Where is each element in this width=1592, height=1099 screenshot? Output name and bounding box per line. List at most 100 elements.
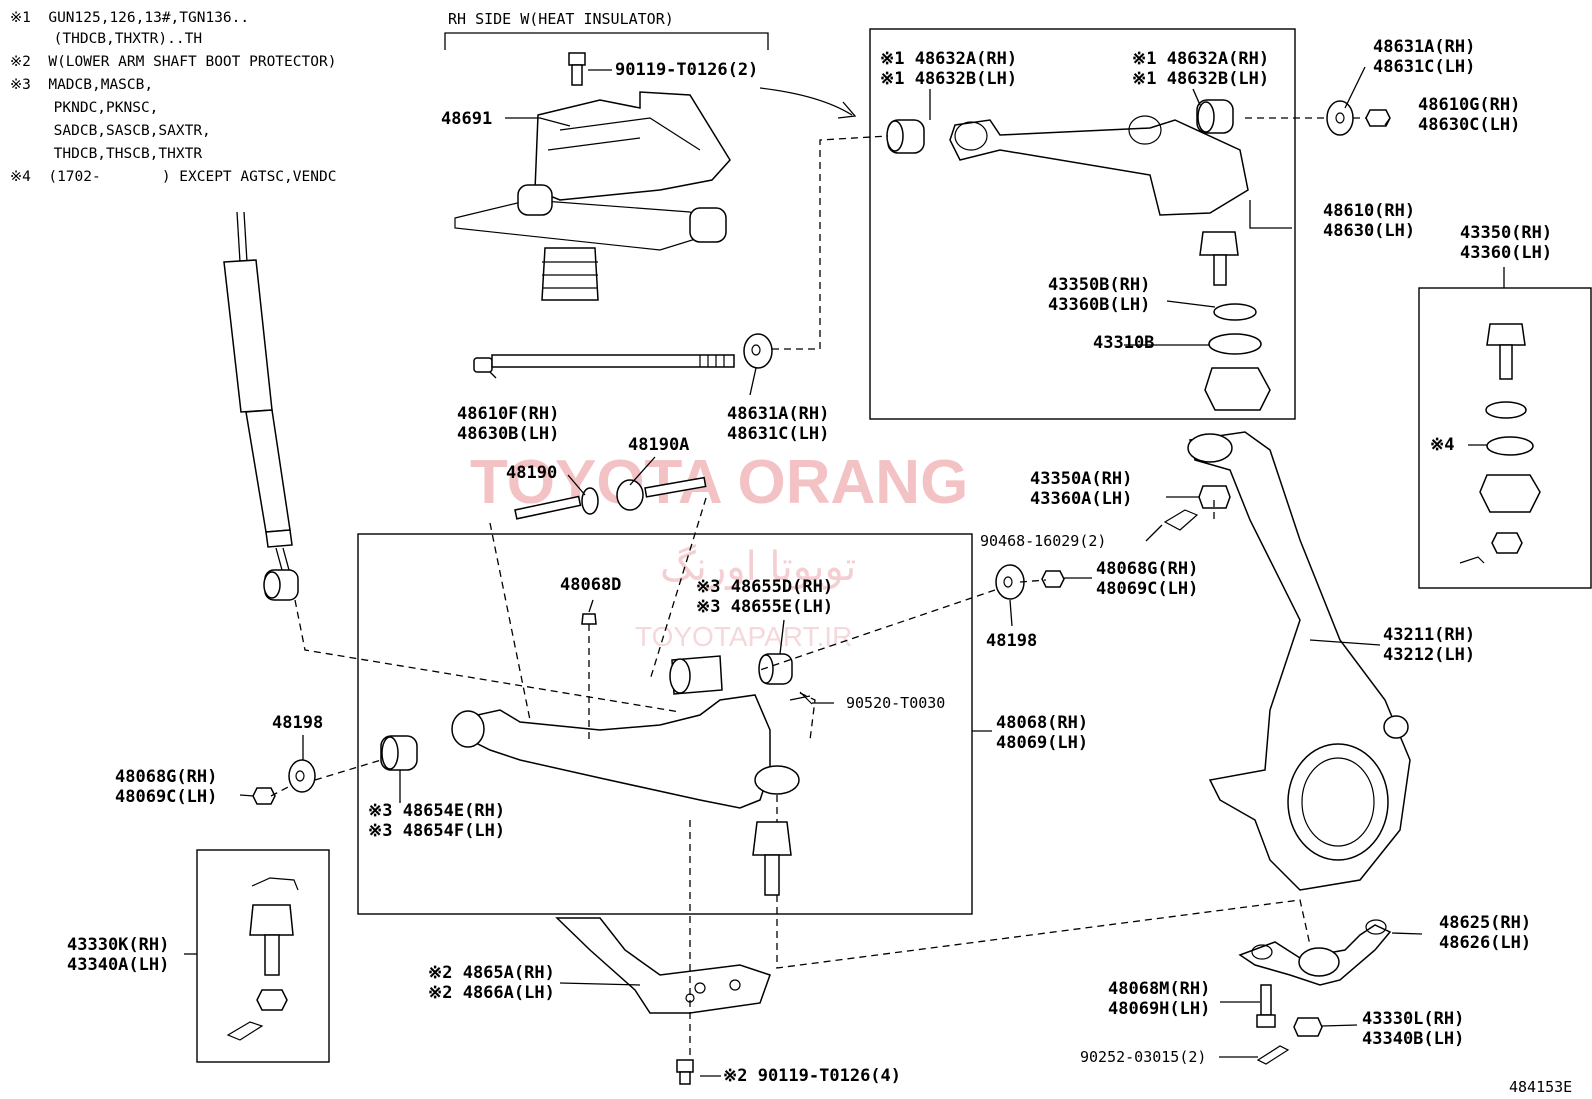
label-43360b-lh: 43360B(LH): [1048, 295, 1150, 315]
label-48630c-lh: 48630C(LH): [1418, 115, 1520, 135]
lower-control-arm-icon: [451, 653, 813, 809]
label-43360a-lh: 43360A(LH): [1030, 489, 1132, 509]
label-48626-lh: 48626(LH): [1439, 933, 1531, 953]
label-48069c-left-lh: 48069C(LH): [115, 787, 217, 807]
label-43340b-lh: 43340B(LH): [1362, 1029, 1464, 1049]
label-90119-top: 90119-T0126(2): [615, 60, 758, 80]
label-48625-rh: 48625(RH): [1439, 913, 1531, 933]
bottom-bolt-icon: [676, 1059, 694, 1085]
rh-side-bracket: [444, 32, 769, 50]
label-48632a-right: ※1 48632A(RH): [1132, 49, 1269, 69]
lower-ball-joint-icon: [752, 821, 792, 896]
label-48630-lh: 48630(LH): [1323, 221, 1415, 241]
shock-absorber-icon: [223, 211, 299, 601]
label-48655e: ※3 48655E(LH): [696, 597, 833, 617]
label-48069c-right-lh: 48069C(LH): [1096, 579, 1198, 599]
arm-nut-icon: [1256, 1017, 1323, 1065]
label-90520: 90520-T0030: [846, 694, 945, 712]
lower-ball-joint-box: [196, 849, 330, 1063]
connector-lines: [270, 117, 1366, 1060]
label-48630b-lh: 48630B(LH): [457, 424, 559, 444]
label-90468: 90468-16029(2): [980, 532, 1106, 550]
label-4866a: ※2 4866A(LH): [428, 983, 555, 1003]
watermark-persian: تویوتا اورنگ: [660, 544, 856, 590]
ball-joint-side-box: [1418, 287, 1592, 589]
note-line: ※3 MADCB,MASCB,: [10, 77, 153, 93]
adjust-cam-bolt-icon: [616, 476, 707, 511]
leader-lines: [184, 66, 1505, 1077]
label-90252: 90252-03015(2): [1080, 1048, 1206, 1066]
cam-washer-right-icon: [995, 564, 1025, 600]
steering-knuckle-icon: [1187, 431, 1411, 891]
label-43350a-rh: 43350A(RH): [1030, 469, 1132, 489]
label-48631a-mid-rh: 48631A(RH): [727, 404, 829, 424]
label-43211-rh: 43211(RH): [1383, 625, 1475, 645]
label-48198-left: 48198: [272, 713, 323, 733]
label-48190a: 48190A: [628, 435, 689, 455]
label-48632b-right: ※1 48632B(LH): [1132, 69, 1269, 89]
figure-id: 484153E: [1509, 1078, 1572, 1096]
label-48632b-left: ※1 48632B(LH): [880, 69, 1017, 89]
note-line: ※4 (1702- ) EXCEPT AGTSC,VENDC: [10, 169, 336, 185]
notes-block: ※1 GUN125,126,13#,TGN136.. (THDCB,THXTR)…: [10, 10, 336, 185]
label-48610-rh: 48610(RH): [1323, 201, 1415, 221]
label-43350b-rh: 43350B(RH): [1048, 275, 1150, 295]
heat-insulator-icon: [534, 91, 731, 201]
label-48655d: ※3 48655D(RH): [696, 577, 833, 597]
cam-washer-left-icon: [288, 759, 316, 793]
note-line: (THDCB,THXTR)..TH: [10, 31, 202, 47]
label-48610f-rh: 48610F(RH): [457, 404, 559, 424]
label-90119-bottom: ※2 90119-T0126(4): [723, 1066, 901, 1086]
label-43350-rh: 43350(RH): [1460, 223, 1552, 243]
bolt-icon: [568, 52, 586, 86]
label-43360-lh: 43360(LH): [1460, 243, 1552, 263]
label-48691: 48691: [441, 109, 492, 129]
label-48610g-rh: 48610G(RH): [1418, 95, 1520, 115]
lower-arm-box: [357, 533, 973, 915]
side-ball-joint-icon: [1459, 323, 1541, 564]
washer-icon: [743, 333, 773, 369]
label-48631c-mid-lh: 48631C(LH): [727, 424, 829, 444]
lower-box-ball-joint-icon: [226, 877, 299, 1041]
rh-side-group: RH SIDE W(HEAT INSULATOR): [444, 10, 769, 50]
label-48654f: ※3 48654F(LH): [368, 821, 505, 841]
rh-side-label: RH SIDE W(HEAT INSULATOR): [448, 10, 674, 28]
label-48068g-left-rh: 48068G(RH): [115, 767, 217, 787]
upper-arm-box: [869, 28, 1296, 420]
label-48631a-top-rh: 48631A(RH): [1373, 37, 1475, 57]
label-48069-lh: 48069(LH): [996, 733, 1088, 753]
label-48631c-top-lh: 48631C(LH): [1373, 57, 1475, 77]
watermark-site: TOYOTAPART.IR: [635, 621, 852, 652]
label-43330k-rh: 43330K(RH): [67, 935, 169, 955]
nut-right-icon: [1041, 570, 1065, 588]
label-43310b: 43310B: [1093, 333, 1154, 353]
label-48069h-lh: 48069H(LH): [1108, 999, 1210, 1019]
note-line: PKNDC,PKNSC,: [10, 100, 158, 116]
note-line: THDCB,THSCB,THXTR: [10, 146, 202, 162]
label-48654e: ※3 48654E(RH): [368, 801, 505, 821]
label-48198-right: 48198: [986, 631, 1037, 651]
label-43330l-rh: 43330L(RH): [1362, 1009, 1464, 1029]
arm-bolt-icon: [1256, 984, 1276, 1028]
label-43340a-lh: 43340A(LH): [67, 955, 169, 975]
cotter-pin-icon: [1163, 509, 1199, 531]
boot-protector-icon: [555, 917, 771, 1014]
note-line: ※2 W(LOWER ARM SHAFT BOOT PROTECTOR): [10, 54, 336, 70]
upper-control-arm-icon: [886, 99, 1249, 216]
label-48068-rh: 48068(RH): [996, 713, 1088, 733]
adjust-bolt-icon: [514, 487, 599, 520]
label-4865a: ※2 4865A(RH): [428, 963, 555, 983]
label-48632a-left: ※1 48632A(RH): [880, 49, 1017, 69]
label-43212-lh: 43212(LH): [1383, 645, 1475, 665]
label-48190: 48190: [506, 463, 557, 483]
stopper-icon: [581, 613, 597, 625]
upper-cushion-icon: [1326, 100, 1354, 136]
label-note4-marker: ※4: [1430, 435, 1454, 455]
knuckle-arm-icon: [1238, 919, 1392, 986]
upper-arm-outline-icon: [454, 184, 727, 301]
label-48068g-right-rh: 48068G(RH): [1096, 559, 1198, 579]
note-line: ※1 GUN125,126,13#,TGN136..: [10, 10, 249, 26]
long-bolt-icon: [473, 354, 735, 373]
part-labels: 90119-T0126(2) 48691 48610F(RH) 48630B(L…: [67, 37, 1572, 1096]
